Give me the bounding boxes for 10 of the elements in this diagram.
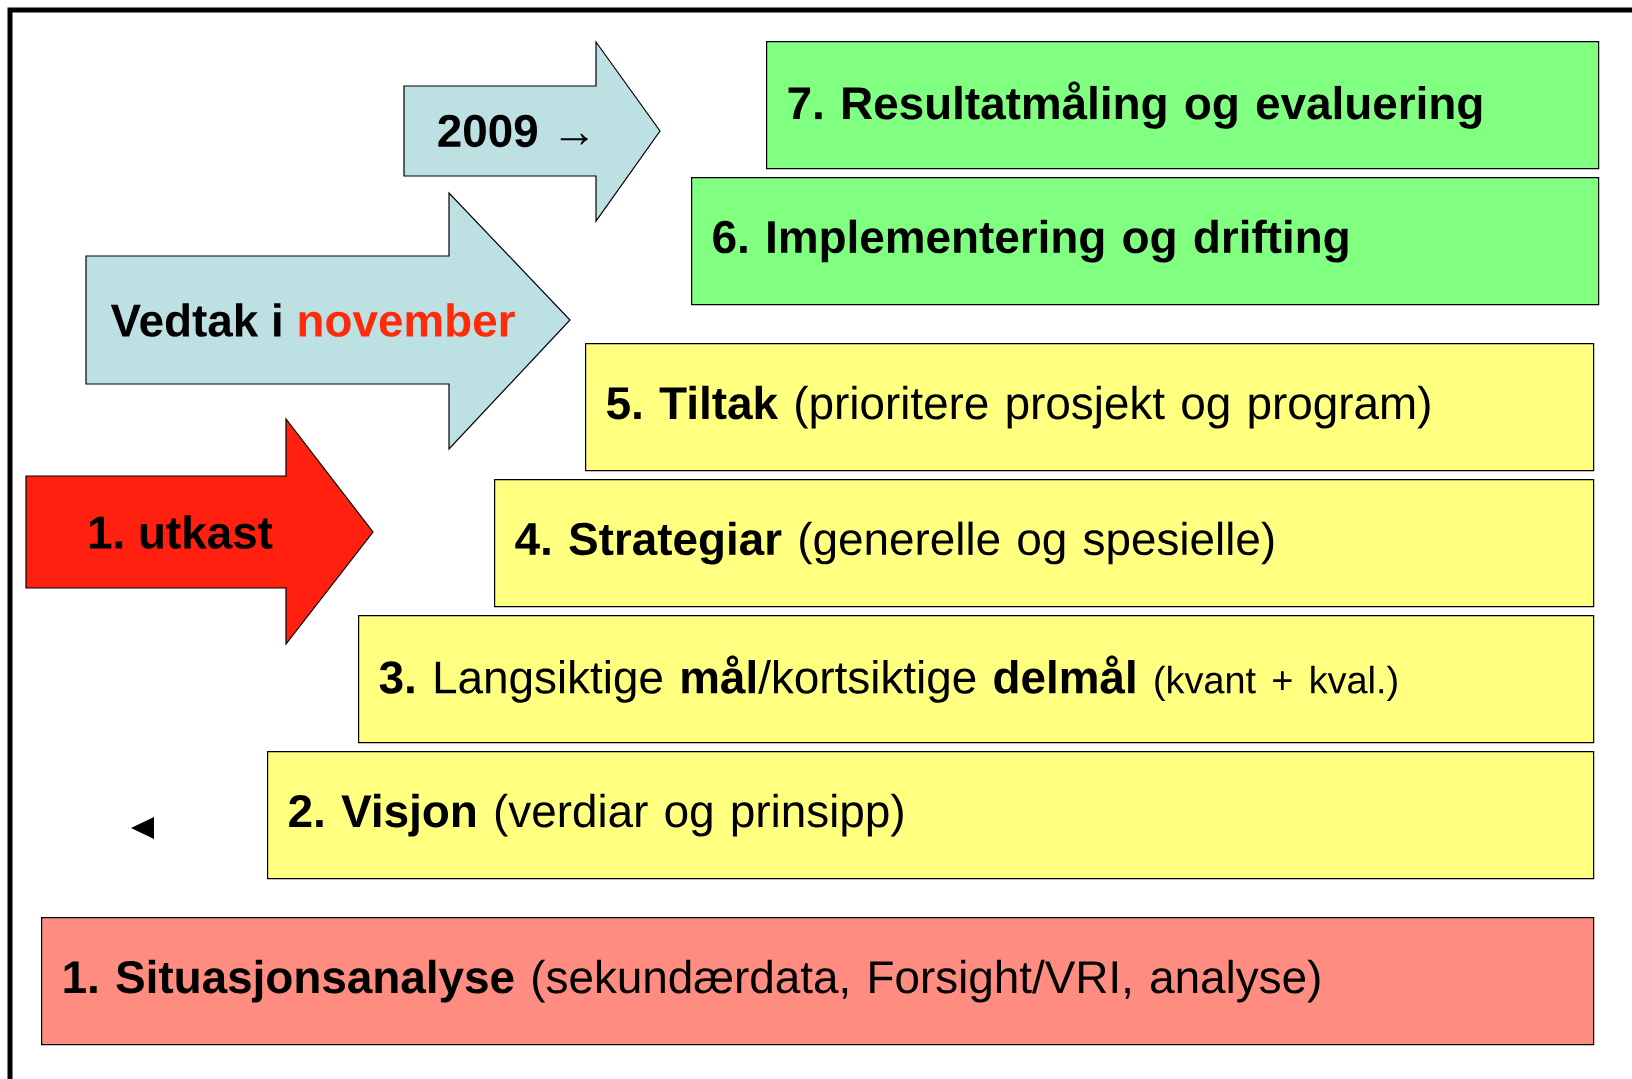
step-box: 2. Visjon (verdiar og prinsipp) — [267, 751, 1595, 880]
step-box: 5. Tiltak (prioritere prosjekt og program) — [585, 343, 1595, 472]
step-box: 4. Strategiar (generelle og spesielle) — [494, 479, 1595, 608]
step-box: 7. Resultatmåling og evaluering — [766, 41, 1600, 170]
step-box: 3. Langsiktige mål/kortsiktige delmål (kvant + kval.) — [358, 615, 1595, 744]
milestone-banner: Vedtak i november — [85, 191, 571, 451]
step-box: 6. Implementering og drifting — [691, 177, 1600, 306]
milestone-banner: 2009 → — [403, 40, 661, 223]
milestone-banner: 1. utkast — [25, 417, 374, 646]
step-box: 1. Situasjonsanalyse (sekundærdata, Forsight/VRI, analyse) — [41, 917, 1595, 1046]
